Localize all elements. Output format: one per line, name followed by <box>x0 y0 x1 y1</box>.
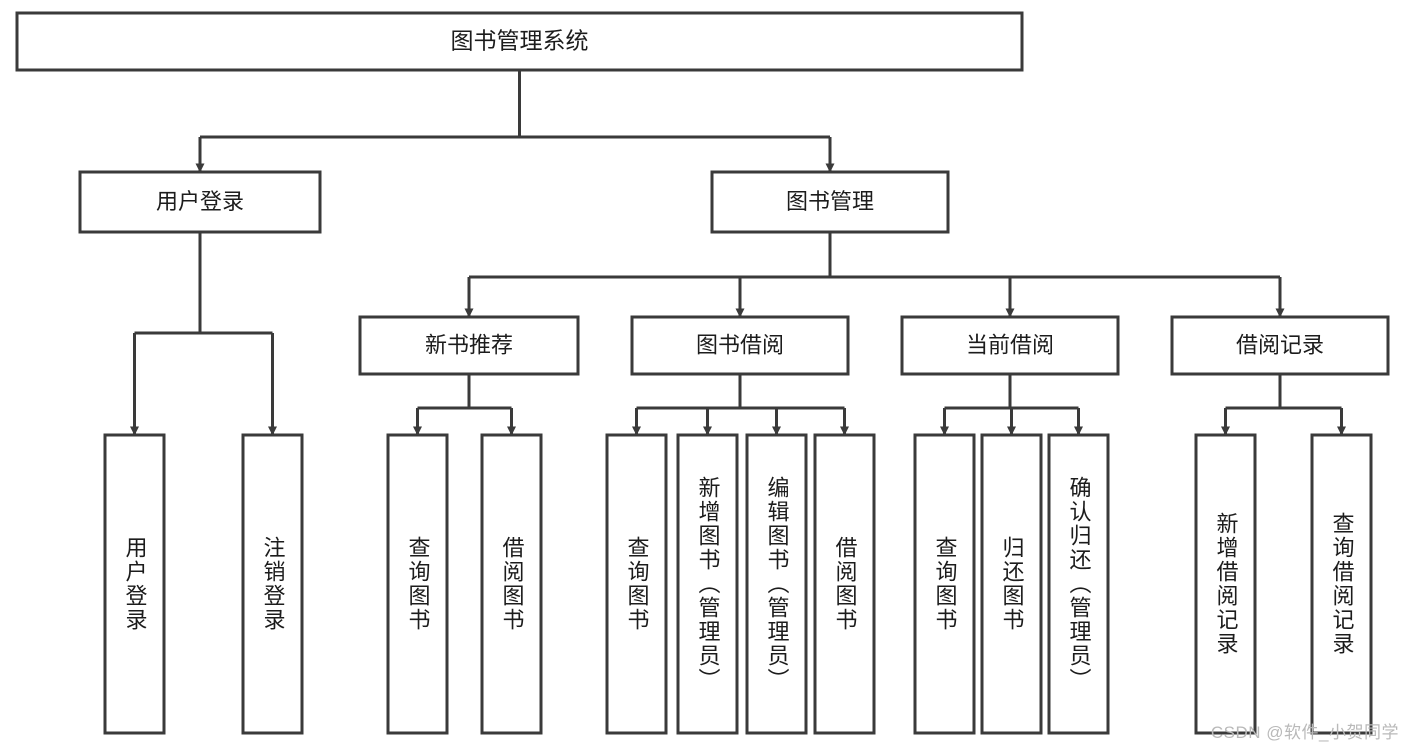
node-leaf-归还图书[interactable] <box>980 433 1043 735</box>
node-box[interactable] <box>913 433 976 735</box>
node-box[interactable] <box>103 433 166 735</box>
node-l3-新书推荐[interactable]: 新书推荐 <box>358 315 580 376</box>
node-leaf-新增借阅记录[interactable] <box>1194 433 1257 735</box>
node-l2-用户登录[interactable]: 用户登录 <box>78 170 322 234</box>
node-leaf-查询图书[interactable] <box>386 433 449 735</box>
node-box[interactable] <box>1170 315 1390 376</box>
node-box[interactable] <box>605 433 668 735</box>
node-label: 借阅记录 <box>1236 332 1324 357</box>
node-label: 图书管理系统 <box>451 28 589 54</box>
node-leaf-查询图书[interactable] <box>605 433 668 735</box>
edges-layer <box>130 70 1346 436</box>
node-leaf-借阅图书[interactable] <box>813 433 876 735</box>
node-box[interactable] <box>15 11 1024 72</box>
node-l3-借阅记录[interactable]: 借阅记录 <box>1170 315 1390 376</box>
node-leaf-借阅图书[interactable] <box>480 433 543 735</box>
node-box[interactable] <box>1194 433 1257 735</box>
node-leaf-查询借阅记录[interactable] <box>1310 433 1373 735</box>
node-leaf-用户登录[interactable] <box>103 433 166 735</box>
node-box[interactable] <box>745 433 808 735</box>
node-box[interactable] <box>710 170 950 234</box>
node-box[interactable] <box>78 170 322 234</box>
node-leaf-编辑图书管理员[interactable] <box>745 433 808 735</box>
node-box[interactable] <box>676 433 739 735</box>
node-label: 当前借阅 <box>966 332 1054 357</box>
node-box[interactable] <box>1310 433 1373 735</box>
node-box[interactable] <box>980 433 1043 735</box>
node-label: 新书推荐 <box>425 332 513 357</box>
node-label: 图书借阅 <box>696 332 784 357</box>
node-box[interactable] <box>813 433 876 735</box>
node-box[interactable] <box>241 433 304 735</box>
watermark: CSDN @软件_小贺同学 <box>1210 723 1399 742</box>
node-l3-当前借阅[interactable]: 当前借阅 <box>900 315 1120 376</box>
node-box[interactable] <box>1047 433 1110 735</box>
node-label: 图书管理 <box>786 189 874 214</box>
node-root-图书管理系统[interactable]: 图书管理系统 <box>15 11 1024 72</box>
node-box[interactable] <box>358 315 580 376</box>
node-box[interactable] <box>386 433 449 735</box>
node-l2-图书管理[interactable]: 图书管理 <box>710 170 950 234</box>
node-l3-图书借阅[interactable]: 图书借阅 <box>630 315 850 376</box>
node-leaf-注销登录[interactable] <box>241 433 304 735</box>
node-leaf-新增图书管理员[interactable] <box>676 433 739 735</box>
node-label: 用户登录 <box>156 189 244 214</box>
node-leaf-确认归还管理员[interactable] <box>1047 433 1110 735</box>
node-box[interactable] <box>630 315 850 376</box>
node-box[interactable] <box>900 315 1120 376</box>
node-leaf-查询图书[interactable] <box>913 433 976 735</box>
node-box[interactable] <box>480 433 543 735</box>
